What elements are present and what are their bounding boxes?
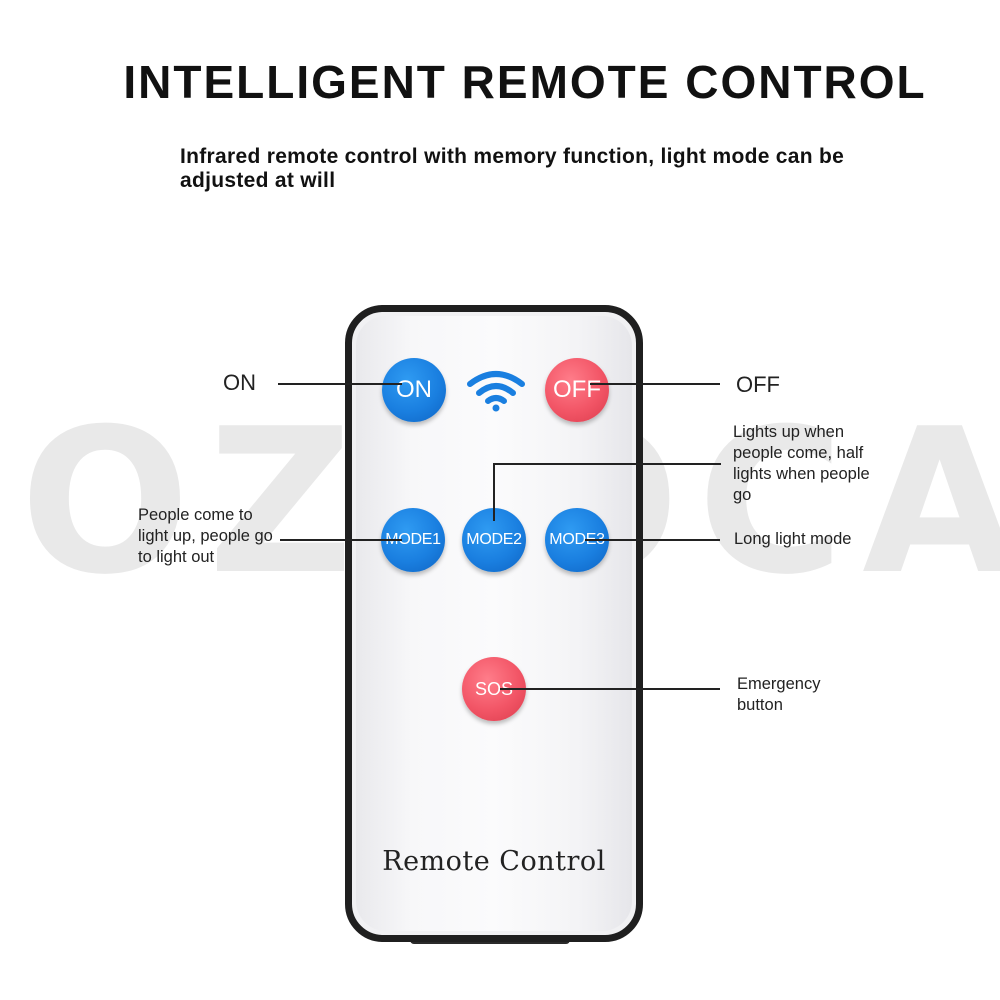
mode1-leader-line [280,539,402,541]
wifi-signal-icon [467,371,525,412]
on-leader-line [278,383,402,385]
mode2-leader-line [493,463,721,465]
sos-leader-line [500,688,720,690]
callout-off: OFF [736,372,780,397]
mode2-leader-vertical [493,463,495,521]
callout-mode2: Lights up when people come, half lights … [733,423,870,504]
mode1-button[interactable]: MODE1 [381,508,445,572]
mode3-leader-line [585,539,720,541]
callout-mode1: People come to light up, people go to li… [138,506,273,566]
remote-label: Remote Control [382,846,606,877]
on-button[interactable]: ON [382,358,446,422]
off-button[interactable]: OFF [545,358,609,422]
page-title: INTELLIGENT REMOTE CONTROL [123,56,927,108]
page-subtitle: Infrared remote control with memory func… [180,145,845,192]
callout-sos: Emergency button [737,675,821,714]
callout-mode3: Long light mode [734,530,852,548]
off-leader-line [590,383,720,385]
callout-on: ON [223,370,256,395]
